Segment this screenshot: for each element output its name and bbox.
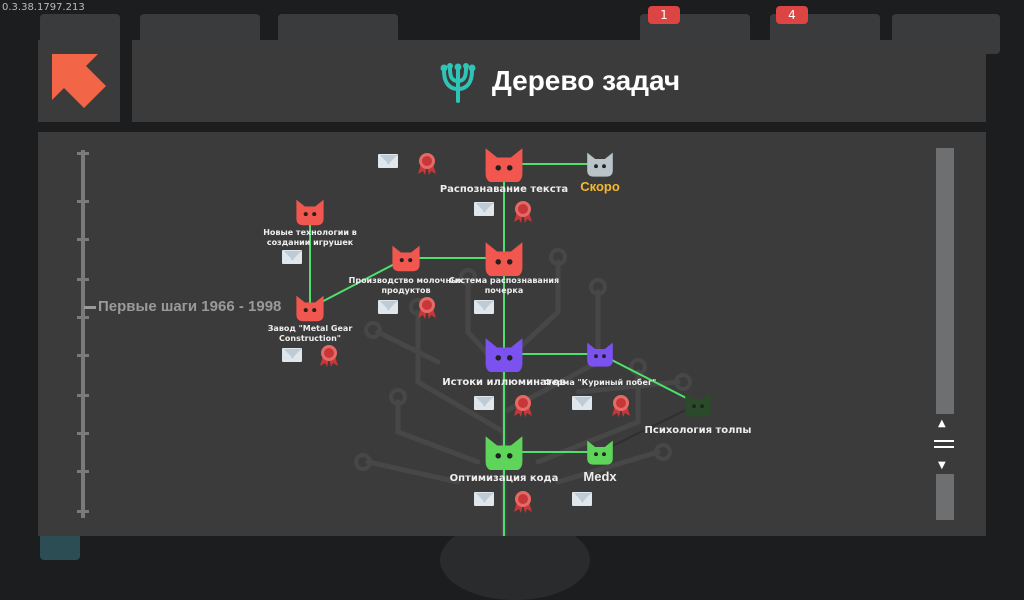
cat-icon xyxy=(296,200,324,226)
envelope-icon xyxy=(474,202,494,216)
node-label-handwriting: Система распознавания почерка xyxy=(448,276,560,295)
task-node-dairy[interactable] xyxy=(389,244,423,275)
cat-icon xyxy=(587,152,613,177)
task-node-new-tech[interactable] xyxy=(293,198,327,229)
node-label-illuminati: Истоки иллюминатов xyxy=(442,377,566,388)
medal-icon xyxy=(512,200,534,224)
cat-icon xyxy=(296,296,324,322)
scrollbar-grip[interactable] xyxy=(934,440,954,448)
timeline-tick xyxy=(77,200,89,203)
envelope-icon xyxy=(572,396,592,410)
medal-icon xyxy=(512,394,534,418)
envelope-icon xyxy=(572,492,592,506)
arrow-up-left-icon xyxy=(52,54,106,108)
task-node-soon[interactable] xyxy=(584,151,616,181)
timeline-tick xyxy=(77,278,89,281)
task-node-handwriting[interactable] xyxy=(481,240,527,281)
back-button[interactable] xyxy=(38,40,120,122)
cat-icon xyxy=(485,337,523,373)
timeline-tick xyxy=(77,238,89,241)
envelope-icon xyxy=(474,300,494,314)
era-label: Первые шаги 1966 - 1998 xyxy=(98,298,282,315)
task-node-text-recognition[interactable] xyxy=(481,146,527,187)
envelope-icon xyxy=(282,250,302,264)
cart-badge: 4 xyxy=(776,6,808,24)
envelope-icon xyxy=(282,348,302,362)
timeline-tick xyxy=(77,394,89,397)
medal-icon xyxy=(416,152,438,176)
medal-icon xyxy=(416,296,438,320)
node-label-crowd-psych: Психология толпы xyxy=(644,425,752,436)
timeline-tick xyxy=(77,470,89,473)
task-node-medx[interactable] xyxy=(584,439,616,469)
task-tree-icon xyxy=(440,63,476,103)
scroll-up-icon[interactable]: ▲ xyxy=(938,418,946,429)
timeline-tick xyxy=(77,316,89,319)
cat-icon xyxy=(685,392,711,417)
envelope-icon xyxy=(474,492,494,506)
cat-icon xyxy=(485,435,523,471)
medal-icon xyxy=(512,490,534,514)
timeline-tick xyxy=(77,510,89,513)
timeline-tick xyxy=(77,432,89,435)
node-label-text-recognition: Распознавание текста xyxy=(439,184,569,195)
cat-icon xyxy=(485,147,523,183)
envelope-icon xyxy=(378,300,398,314)
cat-icon xyxy=(587,342,613,367)
node-label-metal-gear: Завод "Metal Gear Construction" xyxy=(267,324,353,343)
task-node-code-opt[interactable] xyxy=(481,434,527,475)
version-label: 0.3.38.1797.213 xyxy=(2,2,85,13)
scroll-down-icon[interactable]: ▼ xyxy=(938,460,946,471)
timeline-tick xyxy=(77,152,89,155)
scrollbar-track-lower[interactable] xyxy=(936,474,954,520)
task-node-illuminati[interactable] xyxy=(481,336,527,377)
timeline-line xyxy=(81,150,85,518)
timeline-tick xyxy=(77,354,89,357)
task-node-chicken-farm[interactable] xyxy=(584,341,616,371)
era-marker xyxy=(84,306,96,309)
task-node-crowd-psych[interactable] xyxy=(682,391,714,421)
node-label-code-opt: Оптимизация кода xyxy=(449,473,559,484)
scrollbar-track[interactable] xyxy=(936,148,954,414)
node-label-medx: Medx xyxy=(583,469,617,484)
cat-icon xyxy=(392,246,420,272)
envelope-icon xyxy=(378,154,398,168)
mail-badge: 1 xyxy=(648,6,680,24)
medal-icon xyxy=(610,394,632,418)
task-node-metal-gear[interactable] xyxy=(293,294,327,325)
node-label-chicken-farm: Ферма "Куриный побег" xyxy=(543,378,657,387)
task-tree-panel: Первые шаги 1966 - 1998 xyxy=(38,132,986,536)
node-label-dairy: Производство молочных продуктов xyxy=(348,276,464,295)
medal-icon xyxy=(318,344,340,368)
title-bar: Дерево задач xyxy=(132,40,986,122)
node-label-soon: Скоро xyxy=(580,179,620,194)
cat-icon xyxy=(485,241,523,277)
cat-icon xyxy=(587,440,613,465)
node-label-new-tech: Новые технологии в создании игрушек xyxy=(263,228,357,247)
page-title: Дерево задач xyxy=(491,65,681,96)
envelope-icon xyxy=(474,396,494,410)
